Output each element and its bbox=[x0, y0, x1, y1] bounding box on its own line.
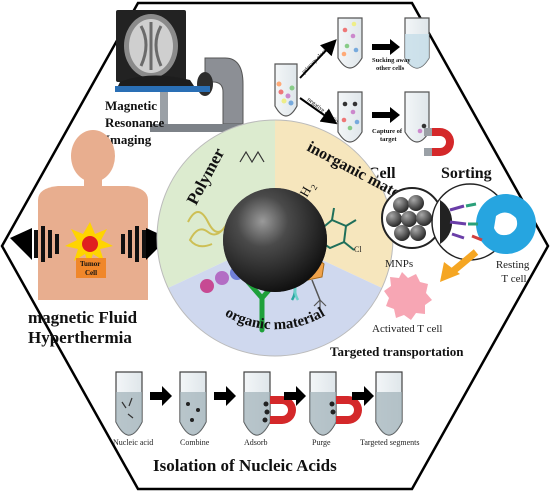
polymer-chain-icon bbox=[187, 211, 229, 248]
step-label-3: Adsorb bbox=[244, 438, 268, 447]
mnp-cluster bbox=[386, 195, 432, 241]
tumor-icon bbox=[65, 222, 113, 266]
targeted-transport-title: Targeted transportation bbox=[330, 344, 464, 359]
tube-1 bbox=[115, 371, 143, 436]
step-label-1: Nucleic acid bbox=[113, 438, 153, 447]
mnps-label: MNPs bbox=[385, 258, 413, 270]
tumor-cell-label: Tumor Cell bbox=[80, 260, 102, 277]
activation-arrow bbox=[449, 249, 479, 275]
magnetic-field-emitter-left bbox=[10, 226, 59, 262]
sucking-label: Sucking away other cells bbox=[372, 57, 412, 72]
step-label-5: Targeted segments bbox=[360, 438, 420, 447]
hyperthermia-line1: magnetic Fluid bbox=[28, 308, 138, 327]
organic-sector bbox=[168, 238, 382, 356]
mri-label: Magnetic Resonance Imaging bbox=[105, 98, 167, 147]
tumor-cell-box bbox=[76, 258, 106, 278]
arrow-2 bbox=[214, 386, 236, 406]
activated-tcell-label: Activated T cell bbox=[372, 323, 442, 335]
magnet-icon bbox=[424, 128, 454, 156]
mixed-cells bbox=[276, 81, 295, 106]
activated-tcell-icon bbox=[384, 272, 432, 320]
hyperthermia-line2: Hyperthermia bbox=[28, 328, 132, 347]
arrow-3 bbox=[284, 386, 306, 406]
tube-4 bbox=[309, 371, 362, 436]
tube-2 bbox=[179, 371, 207, 436]
polymer-structure-icon bbox=[239, 150, 265, 164]
svg-text:2: 2 bbox=[309, 183, 320, 192]
step-label-4: Purge bbox=[312, 438, 331, 447]
nucleic-acid-panel bbox=[115, 371, 403, 436]
sorting-label: Sorting bbox=[441, 165, 492, 182]
arrow-1 bbox=[150, 386, 172, 406]
targeted-transport-panel bbox=[381, 183, 536, 320]
nucleic-step-labels: Nucleic acid Combine Adsorb Purge Target… bbox=[113, 438, 420, 447]
tube-5 bbox=[375, 371, 403, 436]
nucleic-acids-title: Isolation of Nucleic Acids bbox=[153, 456, 337, 475]
svg-text:Cl: Cl bbox=[354, 245, 362, 254]
capture-label: Capture of target bbox=[372, 128, 404, 143]
resting-tcell-label: Resting T cell bbox=[496, 259, 532, 285]
mnp-functionalization-circle: Polymer inorganic material NH 2 Cl bbox=[156, 119, 424, 357]
tube-3 bbox=[243, 371, 296, 436]
mri-scanner bbox=[115, 10, 244, 132]
step-label-2: Combine bbox=[180, 438, 210, 447]
arrow-4 bbox=[352, 386, 374, 406]
